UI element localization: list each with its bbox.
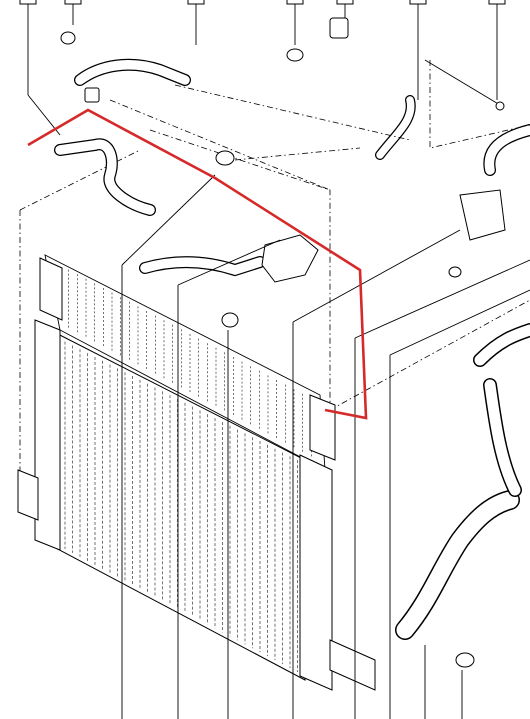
- radiator-right-lower-bracket: [329, 639, 376, 691]
- thermostat-assembly: [139, 189, 506, 328]
- clamp-top-left: [60, 31, 76, 45]
- leader-lines: [27, 0, 530, 719]
- radiator-left-bracket: [17, 469, 39, 521]
- callout-5: [336, 0, 354, 5]
- bypass-hose: [54, 138, 156, 216]
- clamp-small-right: [448, 266, 462, 278]
- radiator-right-tank: [299, 454, 333, 691]
- lower-right-hoses: [395, 323, 530, 668]
- upper-hose-assembly: [60, 9, 530, 176]
- clamp-lower: [221, 312, 239, 328]
- callout-6: [409, 0, 427, 5]
- cable-tie: [424, 59, 501, 106]
- radiator-left-tank: [34, 319, 61, 551]
- sensor-bracket: [459, 189, 506, 241]
- radiator: [17, 129, 530, 691]
- callout-3: [187, 0, 205, 5]
- connector-left: [84, 87, 100, 103]
- radiator-left-top-tank: [39, 257, 63, 321]
- clamp-top-middle: [286, 48, 304, 62]
- callout-boxes: [19, 0, 506, 5]
- radiator-right-top-tank: [309, 394, 336, 461]
- cable-tie-head: [495, 101, 505, 111]
- highlighted-part-outline: [27, 108, 368, 420]
- thermostat-housing: [261, 234, 319, 283]
- callout-4: [286, 0, 304, 5]
- callout-1: [19, 0, 37, 5]
- callout-2: [64, 0, 82, 5]
- radiator-core-fins: [57, 269, 312, 673]
- upper-main-hose-inner: [99, 9, 466, 114]
- clamp-bottom-right: [455, 652, 475, 668]
- callout-7: [488, 0, 506, 5]
- connector-top: [329, 17, 349, 39]
- clamp-mid: [215, 150, 235, 166]
